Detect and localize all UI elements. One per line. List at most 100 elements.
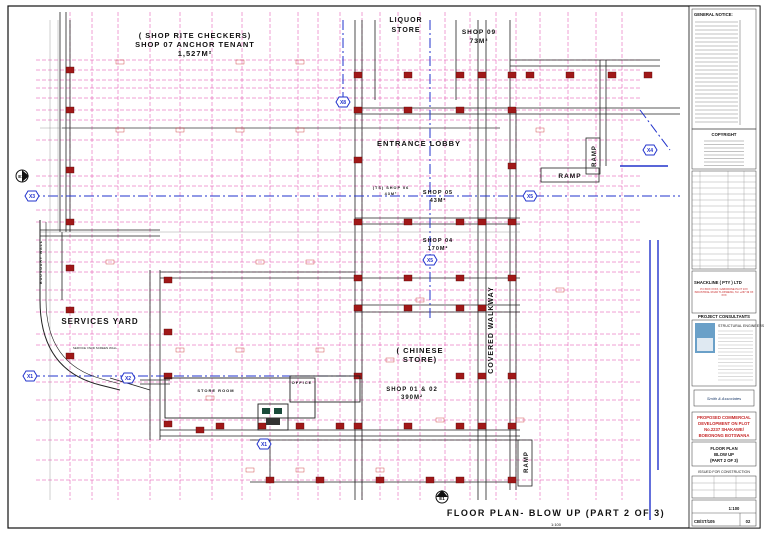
copyright-heading: COPYRIGHT (712, 132, 737, 137)
dimension-tag (295, 59, 305, 65)
axis-marker: X5 (522, 190, 538, 202)
ramp-box-lower (517, 439, 533, 487)
axis-marker-hex (522, 190, 538, 202)
walkway-label: COVERED WALKWAY (488, 286, 495, 373)
column (163, 328, 173, 336)
office-outline (289, 375, 361, 403)
consultant-1-name: STRUCTURAL ENGINEERS (718, 324, 765, 328)
column (507, 71, 517, 79)
axis-marker-label: X2 (125, 376, 131, 382)
axis-marker-hex (642, 144, 658, 156)
column (507, 106, 517, 114)
column (455, 372, 465, 380)
column (507, 422, 517, 430)
column (315, 476, 325, 484)
dimension-tag (205, 395, 215, 401)
room-label-shop06: (TS) SHOP 06 (373, 186, 409, 190)
axis-marker-hex (422, 254, 438, 266)
column (65, 352, 75, 360)
room-label-shoprite-1: ( SHOP RITE CHECKERS) (139, 31, 252, 40)
drawing-scale: 1:100 (551, 522, 562, 527)
room-label-liquor: LIQUOR (389, 17, 422, 24)
grid-lines-vertical (69, 12, 623, 500)
revision-table (691, 170, 757, 270)
room-label-shop01-area: 390M² (401, 394, 423, 401)
column (163, 276, 173, 284)
axis-marker-hex (22, 370, 38, 382)
room-label-chinese-store: STORE) (403, 355, 437, 364)
dimension-tag (175, 347, 185, 353)
elevation-marker-left: E1 (15, 169, 29, 183)
fixture-2 (274, 408, 282, 414)
revision-number: 02 (746, 519, 751, 524)
column (477, 71, 487, 79)
room-label-shop09: SHOP 09 (462, 29, 496, 36)
project-title-2: DEVELOPMENT ON PLOT (698, 421, 750, 426)
dimension-tag (555, 287, 565, 293)
column (477, 304, 487, 312)
dimension-tag (235, 59, 245, 65)
drawing-number: CB/ST/105 (694, 519, 715, 524)
axis-marker-hex (335, 96, 351, 108)
services-yard-curved-wall (39, 220, 121, 391)
project-title-3: No.2237 SHAKAWE/ (704, 427, 745, 432)
axis-lines (30, 20, 680, 377)
dimension-tag (175, 127, 185, 133)
sheet-title-2: BLOW UP (714, 452, 734, 457)
axis-marker: X1 (256, 438, 272, 450)
project-consultants-heading: PROJECT CONSULTANTS (698, 314, 750, 319)
column (163, 420, 173, 428)
room-label-shop04-area: 170M² (428, 245, 449, 252)
room-label-services-yard: SERVICES YARD (61, 317, 138, 326)
column (353, 274, 363, 282)
project-title-1: PROPOSED COMMERCIAL (697, 415, 751, 420)
dimension-tags (105, 59, 565, 473)
ramp-label-horizontal: RAMP (558, 173, 581, 180)
drawing-status: ISSUED FOR CONSTRUCTION (698, 470, 750, 474)
axis-marker: X3 (24, 190, 40, 202)
dimension-tag (115, 127, 125, 133)
column (375, 476, 385, 484)
column (65, 264, 75, 272)
dimension-tag (435, 417, 445, 423)
column (507, 274, 517, 282)
dimension-tag (515, 417, 525, 423)
drawing-title: FLOOR PLAN- BLOW UP (PART 2 OF 3) (447, 508, 665, 518)
dimension-tag (255, 259, 265, 265)
column (353, 156, 363, 164)
dimension-tag (315, 347, 325, 353)
column (65, 306, 75, 314)
dimension-tag (415, 297, 425, 303)
room-label-shop05-area: 43M² (430, 197, 447, 204)
sheet-border (7, 5, 761, 529)
general-notice-heading: GENERAL NOTICE: (694, 12, 733, 17)
column (507, 372, 517, 380)
column (455, 218, 465, 226)
axis-marker-hex (24, 190, 40, 202)
column (335, 422, 345, 430)
room-label-office: OFFICE (292, 380, 313, 385)
column (403, 71, 413, 79)
axis-marker-hex (256, 438, 272, 450)
room-label-entrance-lobby: ENTRANCE LOBBY (377, 139, 461, 148)
room-label-shop04: SHOP 04 (423, 238, 453, 244)
ramp-label-lower: RAMP (524, 451, 530, 473)
column (477, 422, 487, 430)
column (455, 274, 465, 282)
column (257, 422, 267, 430)
sheet-title-1: FLOOR PLAN (710, 446, 737, 451)
dimension-tag (235, 127, 245, 133)
room-label-chinese: ( CHINESE (397, 346, 444, 355)
floor-plan: ( SHOP RITE CHECKERS) SHOP 07 ANCHOR TEN… (15, 12, 680, 527)
axis-marker: X1 (22, 370, 38, 382)
column (607, 71, 617, 79)
toilet-block (257, 403, 289, 431)
axis-marker-label: X8 (340, 100, 346, 106)
store-room-outline (164, 377, 316, 419)
room-label-store-room: STORE ROOM (197, 388, 234, 393)
sheet-title-3: (PART 2 OF 3) (710, 458, 738, 463)
dimension-tag (535, 127, 545, 133)
column (65, 106, 75, 114)
axis-marker: X2 (120, 372, 136, 384)
ramp-box-vertical (585, 137, 601, 175)
